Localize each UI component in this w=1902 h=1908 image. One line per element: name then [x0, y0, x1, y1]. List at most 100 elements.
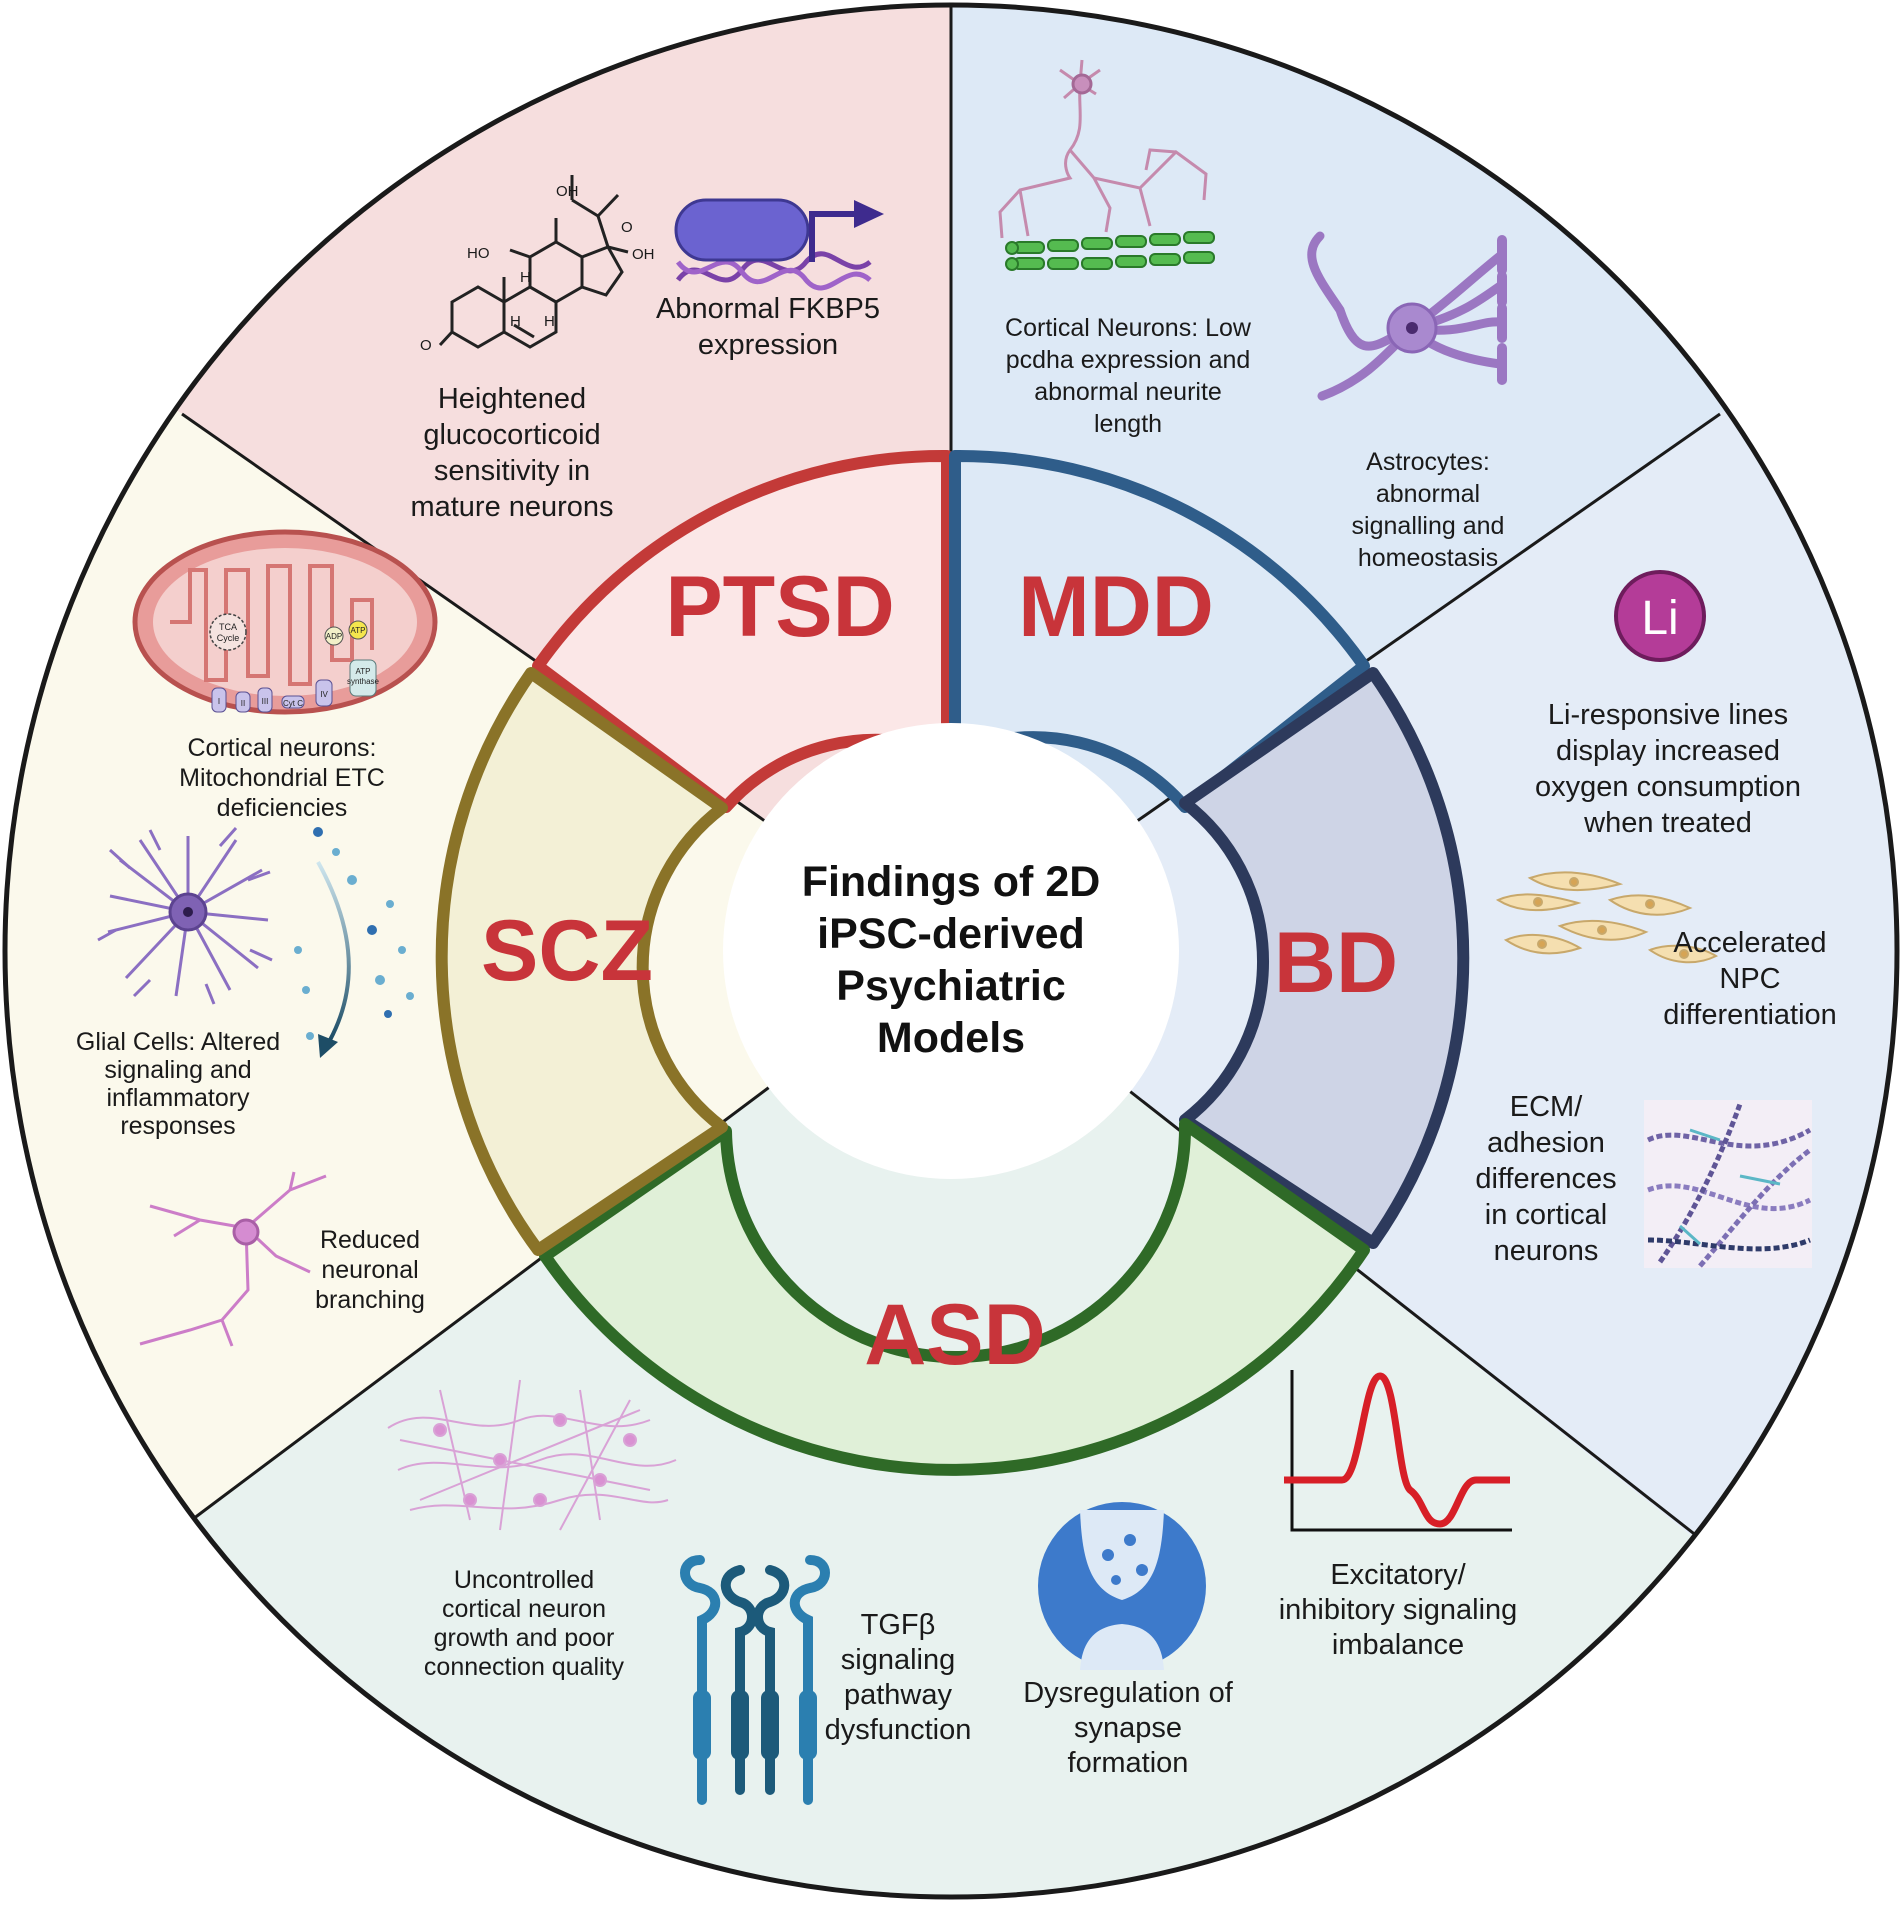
bd-npc-caption: Accelerated NPC differentiation — [1663, 927, 1837, 1031]
npc-cells-icon — [1495, 871, 1719, 964]
caption-line: display increased — [1556, 735, 1780, 767]
caption-line: differentiation — [1663, 999, 1837, 1031]
ptsd-fkbp5-caption: Abnormal FKBP5 expression — [656, 293, 880, 361]
caption-line: expression — [698, 329, 838, 361]
caption-line: NPC — [1719, 963, 1780, 995]
caption-line: differences — [1475, 1163, 1616, 1195]
center-title-line: iPSC-derived — [817, 910, 1085, 958]
molecule-oh-top: OH — [556, 183, 579, 200]
caption-line: neuronal — [321, 1256, 418, 1284]
caption-line: sensitivity in — [434, 455, 590, 487]
caption-line: length — [1094, 410, 1162, 438]
synapse-icon — [1038, 1502, 1206, 1670]
asd-synapse-caption: Dysregulation of synapse formation — [1023, 1677, 1233, 1779]
caption-line: adhesion — [1487, 1127, 1605, 1159]
caption-line: Li-responsive lines — [1548, 699, 1788, 731]
ptsd-cortisol-caption: Heightened glucocorticoid sensitivity in… — [410, 383, 613, 523]
caption-line: Mitochondrial ETC — [179, 764, 385, 792]
center-circle — [723, 723, 1179, 1179]
cortisol-molecule-icon — [438, 175, 629, 349]
mdd-label: MDD — [1018, 559, 1214, 655]
caption-line: Cortical neurons: — [188, 734, 377, 762]
bd-label: BD — [1274, 915, 1398, 1011]
caption-line: dysfunction — [825, 1714, 972, 1746]
caption-line: inflammatory — [106, 1084, 250, 1112]
asd-label: ASD — [864, 1287, 1046, 1383]
asd-growth-caption: Uncontrolled cortical neuron growth and … — [424, 1566, 625, 1681]
tca-cycle-label: Cycle — [217, 633, 240, 643]
caption-line: oxygen consumption — [1535, 771, 1801, 803]
caption-line: Cortical Neurons: Low — [1005, 314, 1252, 342]
cytokine-arrow-icon — [294, 827, 414, 1058]
inner-ring — [435, 449, 1470, 1476]
bd-ring-segment — [1179, 667, 1470, 1249]
lithium-icon: Li — [1614, 570, 1706, 662]
ptsd-ring-segment — [532, 449, 953, 813]
bd-lithium-caption: Li-responsive lines display increased ox… — [1535, 699, 1801, 839]
caption-line: synapse — [1074, 1712, 1182, 1744]
cyt-c-label: Cyt C — [283, 699, 303, 708]
caption-line: inhibitory signaling — [1279, 1594, 1518, 1626]
atp-synthase-label: ATP — [356, 667, 371, 676]
center-title: Findings of 2D iPSC-derived Psychiatric … — [802, 858, 1101, 1062]
caption-line: connection quality — [424, 1653, 625, 1681]
caption-line: mature neurons — [410, 491, 613, 523]
scz-branch-caption: Reduced neuronal branching — [315, 1226, 425, 1314]
caption-line: pcdha expression and — [1006, 346, 1251, 374]
complex-i-label: I — [218, 697, 220, 706]
atp-synthase-label-2: synthase — [347, 677, 380, 686]
molecule-ho: HO — [467, 245, 490, 262]
center-title-line: Psychiatric — [836, 962, 1065, 1010]
mitochondrion-labels: TCA Cycle ADP ATP ATP synthase I II III … — [217, 622, 380, 708]
caption-line: Excitatory/ — [1330, 1559, 1466, 1591]
caption-line: neurons — [1494, 1235, 1599, 1267]
caption-line: abnormal — [1376, 480, 1480, 508]
molecule-o2: O — [420, 337, 432, 354]
molecule-h1: H — [520, 269, 531, 286]
asd-tgf-caption: TGFβ signaling pathway dysfunction — [825, 1609, 972, 1746]
caption-line: Accelerated — [1673, 927, 1826, 959]
cortisol-labels: OH O OH HO H H H O — [420, 183, 655, 354]
caption-line: pathway — [844, 1679, 953, 1711]
molecule-oh-right: OH — [632, 246, 655, 263]
caption-line: signalling and — [1352, 512, 1505, 540]
center-title-line: Findings of 2D — [802, 858, 1101, 906]
mdd-cortical-caption: Cortical Neurons: Low pcdha expression a… — [1005, 314, 1252, 438]
caption-line: Heightened — [438, 383, 586, 415]
neurite-chain-icon — [1005, 231, 1215, 271]
caption-line: when treated — [1583, 807, 1752, 839]
tca-label: TCA — [219, 622, 237, 632]
caption-line: branching — [315, 1286, 425, 1314]
atp-label: ATP — [351, 626, 366, 635]
scz-ring-segment — [435, 667, 728, 1256]
neuron-icon — [998, 59, 1208, 239]
asd-ei-caption: Excitatory/ inhibitory signaling imbalan… — [1279, 1559, 1518, 1661]
glial-cell-icon — [97, 827, 273, 1005]
caption-line: responses — [120, 1112, 235, 1140]
adp-label: ADP — [326, 632, 342, 641]
neuron-network-icon — [387, 1379, 677, 1531]
caption-line: cortical neuron — [442, 1595, 606, 1623]
caption-line: imbalance — [1332, 1629, 1464, 1661]
mitochondrion-icon — [132, 529, 438, 715]
caption-line: glucocorticoid — [423, 419, 600, 451]
caption-line: homeostasis — [1358, 544, 1498, 572]
caption-line: Dysregulation of — [1023, 1677, 1233, 1709]
lithium-symbol: Li — [1641, 592, 1678, 645]
caption-line: growth and poor — [434, 1624, 615, 1652]
scz-mito-caption: Cortical neurons: Mitochondrial ETC defi… — [179, 734, 385, 822]
neuron-branching-icon — [139, 1171, 327, 1347]
complex-ii-label: II — [241, 699, 245, 708]
molecule-o: O — [621, 219, 633, 236]
caption-line: signaling — [841, 1644, 955, 1676]
caption-line: TGFβ — [861, 1609, 936, 1641]
caption-line: Abnormal FKBP5 — [656, 293, 880, 325]
caption-line: in cortical — [1485, 1199, 1608, 1231]
scz-glia-caption: Glial Cells: Altered signaling and infla… — [76, 1028, 280, 1140]
complex-iv-label: IV — [320, 690, 328, 699]
action-potential-icon — [1284, 1370, 1512, 1532]
center-title-line: Models — [877, 1014, 1025, 1062]
